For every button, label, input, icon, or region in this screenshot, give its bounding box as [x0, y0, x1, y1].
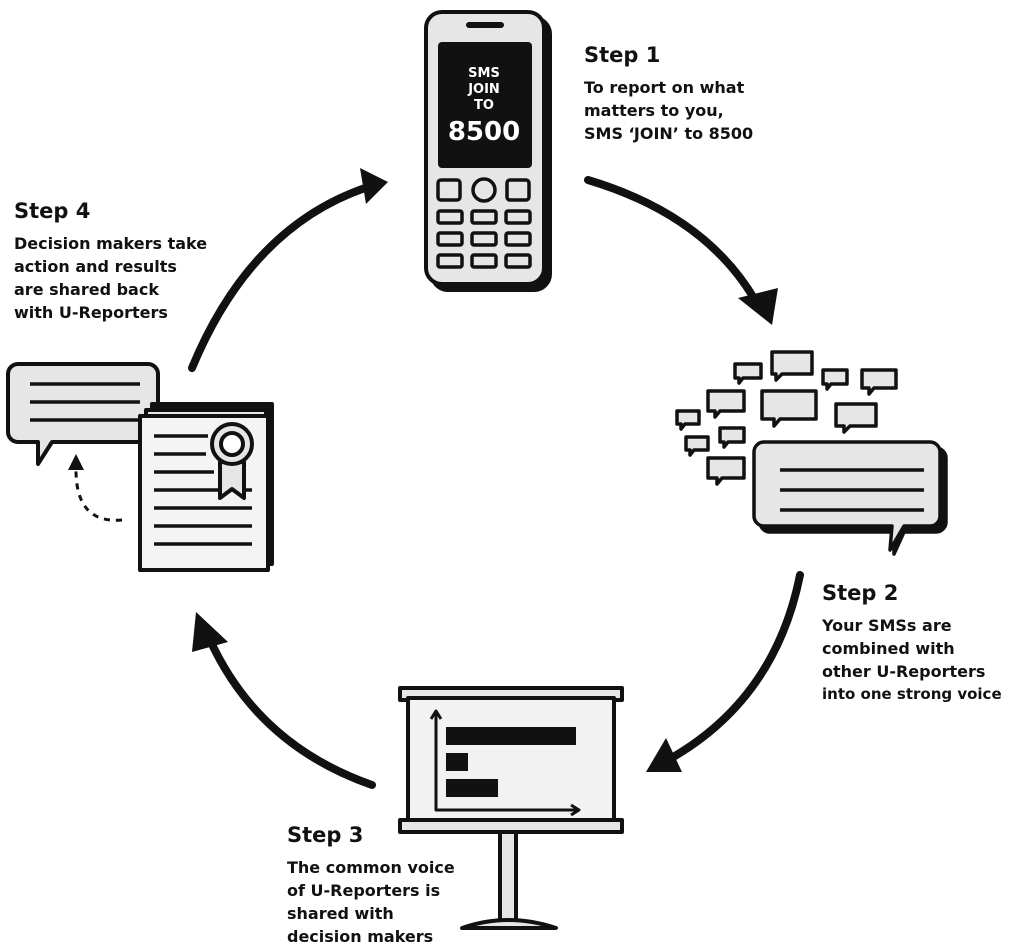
step-1-description: To report on what matters to you, SMS ‘J… — [584, 76, 753, 145]
arrow-step2-to-step3-head — [646, 738, 682, 772]
phone-screen-line-1: SMS — [468, 66, 500, 81]
step-1-line-3: SMS ‘JOIN’ to 8500 — [584, 124, 754, 143]
step-3-line-1: The common voice — [287, 858, 455, 877]
bar-chart-bars — [446, 727, 576, 797]
step-1-line-2: matters to you, — [584, 101, 724, 120]
arrow-step4-to-step1-head — [360, 168, 388, 204]
step-2-text: Step 2 Your SMSs are combined with other… — [822, 580, 1002, 706]
step-2-description: Your SMSs are combined with other U-Repo… — [822, 614, 1002, 706]
arrow-step3-to-step4-head — [192, 612, 228, 652]
step-2-line-3: other U-Reporters — [822, 662, 986, 681]
step-4-line-4: with U-Reporters — [14, 303, 168, 322]
step-3-line-4: decision makers — [287, 927, 434, 946]
step-2-line-1: Your SMSs are — [822, 616, 952, 635]
step-2-line-4: into one strong voice — [822, 685, 1002, 703]
arrow-step4-to-step1 — [188, 184, 369, 372]
step-2-line-2: combined with — [822, 639, 955, 658]
step-1-line-1: To report on what — [584, 78, 745, 97]
step-1-title: Step 1 — [584, 43, 661, 67]
certificate-document-icon — [6, 362, 274, 572]
step-1-text: Step 1 To report on what matters to you,… — [584, 42, 753, 145]
mobile-phone-icon — [424, 10, 552, 292]
arrow-step1-to-step2 — [584, 176, 759, 304]
step-3-description: The common voice of U-Reporters is share… — [287, 856, 455, 948]
phone-screen-line-2: JOIN — [467, 82, 500, 97]
step-4-description: Decision makers take action and results … — [14, 232, 207, 324]
phone-screen-text: SMS JOIN TO 8500 — [448, 66, 520, 147]
step-2-title: Step 2 — [822, 581, 899, 605]
presentation-board-icon — [398, 686, 624, 930]
cycle-arrows — [188, 168, 804, 789]
message-bubbles-icon — [675, 350, 948, 556]
phone-screen-line-3: TO — [474, 98, 494, 113]
phone-screen-number: 8500 — [448, 117, 520, 147]
step-4-text: Step 4 Decision makers take action and r… — [14, 198, 207, 324]
step-3-text: Step 3 The common voice of U-Reporters i… — [287, 822, 455, 948]
step-4-line-1: Decision makers take — [14, 234, 208, 253]
step-4-title: Step 4 — [14, 199, 91, 223]
step-3-line-2: of U-Reporters is — [287, 881, 441, 900]
step-4-line-2: action and results — [14, 257, 177, 276]
arrow-step1-to-step2-head — [738, 288, 778, 325]
step-4-line-3: are shared back — [14, 280, 159, 299]
arrow-step3-to-step4 — [206, 636, 376, 789]
arrow-step2-to-step3 — [664, 571, 804, 764]
step-3-title: Step 3 — [287, 823, 364, 847]
step-3-line-3: shared with — [287, 904, 394, 923]
